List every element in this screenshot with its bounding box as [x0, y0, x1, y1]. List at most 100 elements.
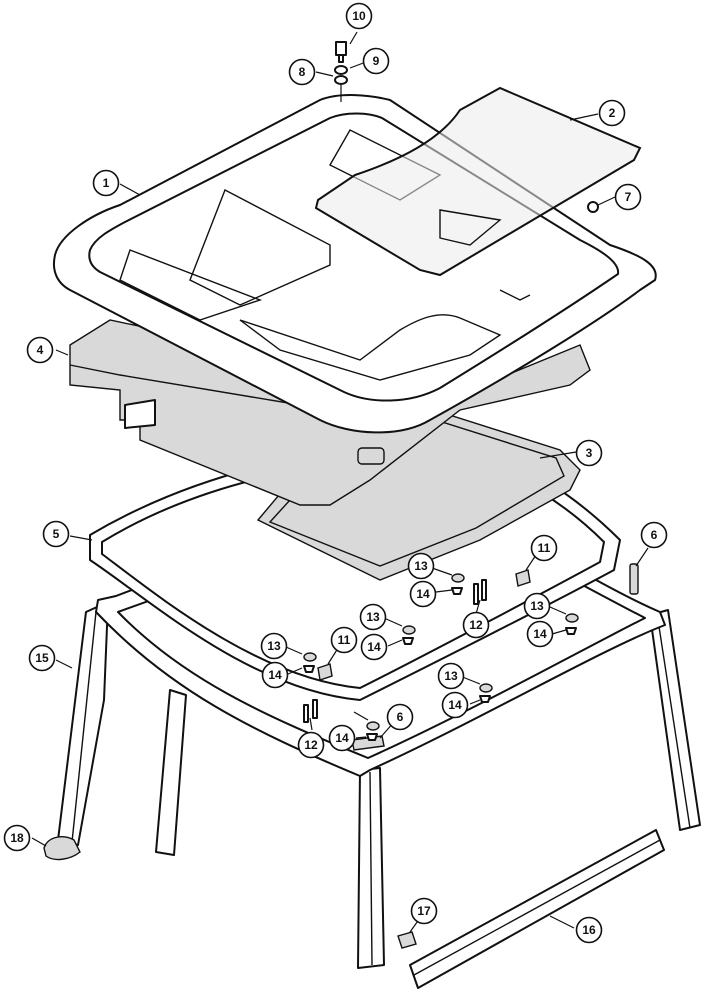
corner-post-front — [357, 767, 385, 969]
callout-label: 13 — [414, 559, 428, 573]
callout-circle — [530, 534, 558, 562]
callout-circle — [526, 620, 554, 648]
callout-circle — [345, 2, 373, 30]
callout-8: 8 — [288, 58, 316, 86]
callout-label: 13 — [530, 599, 544, 613]
callout-10: 10 — [345, 2, 373, 30]
callout-13a: 13 — [407, 552, 435, 580]
callout-label: 18 — [10, 831, 24, 845]
nut-bolt-set-b — [402, 625, 416, 645]
callout-4: 4 — [26, 336, 54, 364]
callout-circle — [260, 632, 288, 660]
callout-label: 14 — [367, 640, 381, 654]
callout-6b: 6 — [386, 703, 414, 731]
callout-circle — [328, 724, 356, 752]
nut-bolt-set-a — [451, 573, 465, 595]
screws-12-b — [303, 699, 318, 723]
callout-label: 15 — [35, 651, 49, 665]
callout-label: 11 — [338, 633, 351, 647]
callout-label: 14 — [533, 627, 547, 641]
callout-label: 6 — [397, 710, 404, 724]
callout-label: 10 — [352, 9, 366, 23]
bolt-10 — [335, 41, 347, 63]
callout-circle — [362, 47, 390, 75]
grommet-7 — [587, 201, 599, 213]
screws-12-a — [473, 579, 487, 605]
cap-18 — [43, 836, 81, 861]
callout-circle — [92, 169, 120, 197]
callout-label: 12 — [304, 738, 318, 752]
clip-11-a — [515, 569, 531, 587]
callout-circle — [409, 580, 437, 608]
callout-label: 17 — [417, 904, 431, 918]
callout-9: 9 — [362, 47, 390, 75]
washer-8 — [334, 75, 348, 85]
sunroof-glass — [314, 86, 642, 301]
callout-13b: 13 — [359, 603, 387, 631]
corner-post-left — [57, 601, 109, 846]
callout-circle — [330, 626, 358, 654]
callout-circle — [26, 336, 54, 364]
callout-circle — [437, 662, 465, 690]
callout-14c: 14 — [526, 620, 554, 648]
callout-circle — [640, 521, 668, 549]
callout-label: 12 — [469, 618, 483, 632]
callout-label: 13 — [366, 610, 380, 624]
callout-12a: 12 — [462, 611, 490, 639]
callout-label: 4 — [37, 343, 44, 357]
callout-1: 1 — [92, 169, 120, 197]
callout-circle — [297, 731, 325, 759]
callout-14e: 14 — [441, 691, 469, 719]
nut-bolt-set-f — [366, 721, 380, 741]
knob-17 — [397, 931, 417, 949]
callout-circle — [523, 592, 551, 620]
nut-bolt-set-d — [303, 652, 317, 673]
callout-label: 14 — [335, 731, 349, 745]
callout-13c: 13 — [523, 592, 551, 620]
callout-circle — [614, 183, 642, 211]
rail-16 — [409, 829, 665, 989]
callout-5: 5 — [42, 520, 70, 548]
nut-bolt-set-e — [479, 683, 493, 703]
callout-16: 16 — [575, 916, 603, 944]
callout-6a: 6 — [640, 521, 668, 549]
callout-13e: 13 — [437, 662, 465, 690]
callout-label: 9 — [373, 54, 380, 68]
callout-12b: 12 — [297, 731, 325, 759]
nut-bolt-set-c — [565, 613, 579, 635]
callout-label: 14 — [448, 698, 462, 712]
callout-label: 1 — [103, 176, 110, 190]
callout-14b: 14 — [360, 633, 388, 661]
callout-circle — [360, 633, 388, 661]
callout-label: 2 — [609, 106, 616, 120]
corner-post-rear-left — [155, 689, 187, 856]
callout-circle — [575, 439, 603, 467]
washer-9 — [334, 65, 348, 75]
callout-label: 13 — [267, 639, 281, 653]
callout-label: 16 — [582, 923, 596, 937]
callout-label: 6 — [651, 528, 658, 542]
callout-7: 7 — [614, 183, 642, 211]
callout-17: 17 — [410, 897, 438, 925]
callout-circle — [386, 703, 414, 731]
callout-label: 3 — [586, 446, 593, 460]
callout-circle — [3, 824, 31, 852]
callout-circle — [441, 691, 469, 719]
rubber-stop — [357, 447, 385, 465]
callout-label: 5 — [53, 527, 60, 541]
callout-circle — [42, 520, 70, 548]
callout-circle — [598, 99, 626, 127]
callout-circle — [462, 611, 490, 639]
callout-label: 14 — [416, 587, 430, 601]
corner-post-right — [649, 609, 701, 831]
callout-3: 3 — [575, 439, 603, 467]
callout-circle — [410, 897, 438, 925]
callout-11b: 11 — [330, 626, 358, 654]
callout-18: 18 — [3, 824, 31, 852]
callout-label: 13 — [444, 669, 458, 683]
callout-label: 8 — [299, 65, 306, 79]
callout-circle — [407, 552, 435, 580]
callout-circle — [261, 661, 289, 689]
callout-14a: 14 — [409, 580, 437, 608]
